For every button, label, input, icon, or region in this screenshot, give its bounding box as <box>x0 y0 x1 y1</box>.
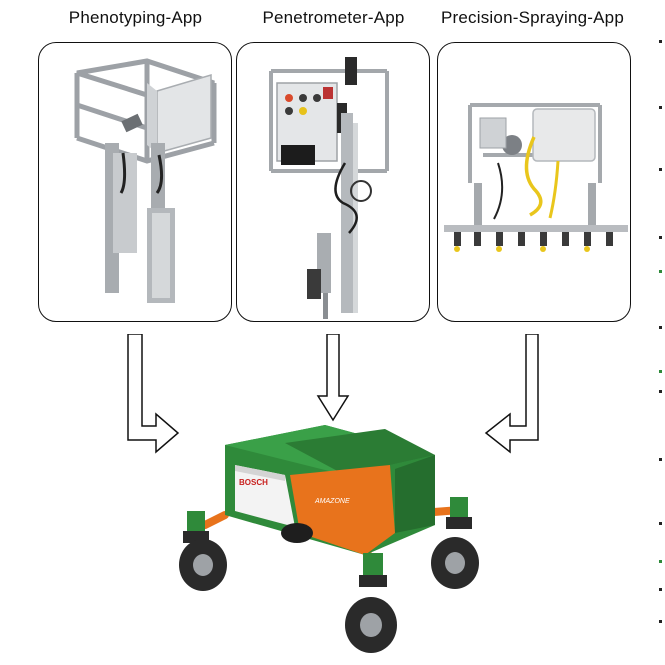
penetrometer-app-panel <box>236 42 430 322</box>
phenotyping-app-panel <box>38 42 232 322</box>
robot-brand-text: BOSCH <box>239 478 268 487</box>
precision-spraying-module-image <box>444 103 628 252</box>
penetrometer-app-title: Penetrometer-App <box>262 8 405 27</box>
field-robot-platform-image: BOSCH AMAZONE <box>179 425 479 653</box>
precision-spraying-to-robot-arrow <box>484 334 539 454</box>
penetrometer-module-image <box>269 57 389 319</box>
precision-spraying-app-title: Precision-Spraying-App <box>441 8 624 27</box>
robot-side-text: AMAZONE <box>314 498 350 505</box>
phenotyping-to-robot-arrow <box>127 334 180 454</box>
phenotyping-module-image <box>74 58 217 303</box>
penetrometer-to-robot-arrow <box>316 334 350 422</box>
phenotyping-app-title: Phenotyping-App <box>68 8 203 27</box>
precision-spraying-app-panel <box>437 42 631 322</box>
right-edge-cropped-marks <box>659 40 662 623</box>
